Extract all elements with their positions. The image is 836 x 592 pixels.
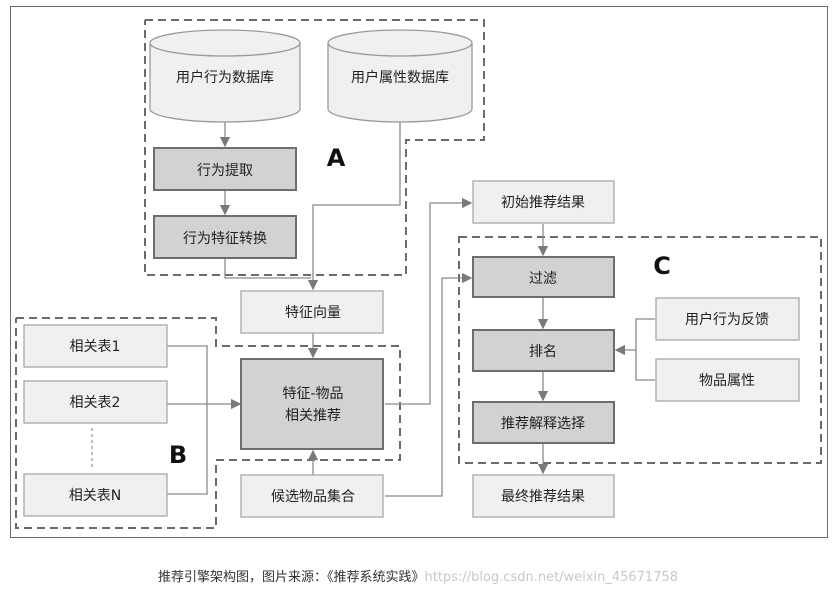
region-c-label: C [653, 252, 671, 280]
initial-result-label: 初始推荐结果 [501, 194, 585, 211]
edge-candidates-to-filter [385, 272, 473, 497]
rel2-node: 相关表2 [23, 380, 168, 424]
caption-text: 推荐引擎架构图，图片来源：《推荐系统实践》 [157, 570, 425, 585]
edge-feedback-to-rank [614, 318, 655, 356]
candidates-node: 候选物品集合 [240, 474, 384, 518]
figure-caption: 推荐引擎架构图，图片来源：《推荐系统实践》https://blog.csdn.n… [0, 566, 836, 586]
region-a-label: A [327, 144, 346, 172]
explain-label: 推荐解释选择 [501, 416, 585, 432]
final-result-node: 最终推荐结果 [472, 474, 615, 518]
rank-label: 排名 [529, 344, 557, 360]
rel1-label: 相关表1 [70, 339, 121, 355]
filter-label: 过滤 [529, 271, 557, 287]
initial-result-node: 初始推荐结果 [472, 180, 615, 224]
feature-item-node: 特征-物品 相关推荐 [240, 358, 384, 450]
feature-vector-node: 特征向量 [240, 290, 384, 334]
edge-relN [167, 404, 208, 495]
explain-node: 推荐解释选择 [472, 401, 615, 444]
extract-label: 行为提取 [197, 163, 253, 179]
transform-node: 行为特征转换 [153, 215, 297, 259]
db-behavior-cylinder: 用户行为数据库 [149, 29, 301, 123]
feature-item-label-line2: 相关推荐 [285, 408, 341, 424]
region-b-label: B [169, 441, 187, 469]
rel1-node: 相关表1 [23, 324, 168, 368]
item-attr-node: 物品属性 [655, 358, 800, 402]
rel2-label: 相关表2 [70, 395, 121, 411]
extract-node: 行为提取 [153, 147, 297, 191]
candidates-label: 候选物品集合 [271, 488, 355, 505]
item-attr-label: 物品属性 [699, 373, 755, 389]
watermark-text: https://blog.csdn.net/weixin_45671758 [424, 570, 679, 585]
rank-node: 排名 [472, 329, 615, 372]
filter-node: 过滤 [472, 256, 615, 298]
db-attr-label: 用户属性数据库 [351, 69, 449, 86]
edge-attrdb-to-featurevec [307, 121, 401, 291]
final-result-label: 最终推荐结果 [501, 489, 585, 505]
feedback-label: 用户行为反馈 [685, 311, 769, 328]
db-behavior-label: 用户行为数据库 [176, 69, 274, 86]
relN-label: 相关表N [69, 488, 121, 504]
db-attr-cylinder: 用户属性数据库 [327, 29, 473, 123]
region-c-border [458, 236, 822, 464]
recommendation-architecture-diagram: 用户行为数据库 用户属性数据库 行为提取 行为特征转换 特征-物品 相关推荐 过… [15, 19, 822, 529]
feedback-node: 用户行为反馈 [655, 297, 800, 341]
edge-recommend-to-initial [385, 197, 473, 405]
edge-transform-to-featurevec [224, 258, 311, 279]
region-b-border [15, 317, 401, 529]
edge-rel1 [167, 345, 208, 404]
feature-vector-label: 特征向量 [285, 305, 341, 321]
transform-label: 行为特征转换 [183, 230, 267, 247]
region-a-border [144, 19, 485, 276]
relN-node: 相关表N [23, 473, 168, 517]
edge-itemattr [635, 350, 655, 381]
feature-item-label-line1: 特征-物品 [282, 386, 343, 402]
